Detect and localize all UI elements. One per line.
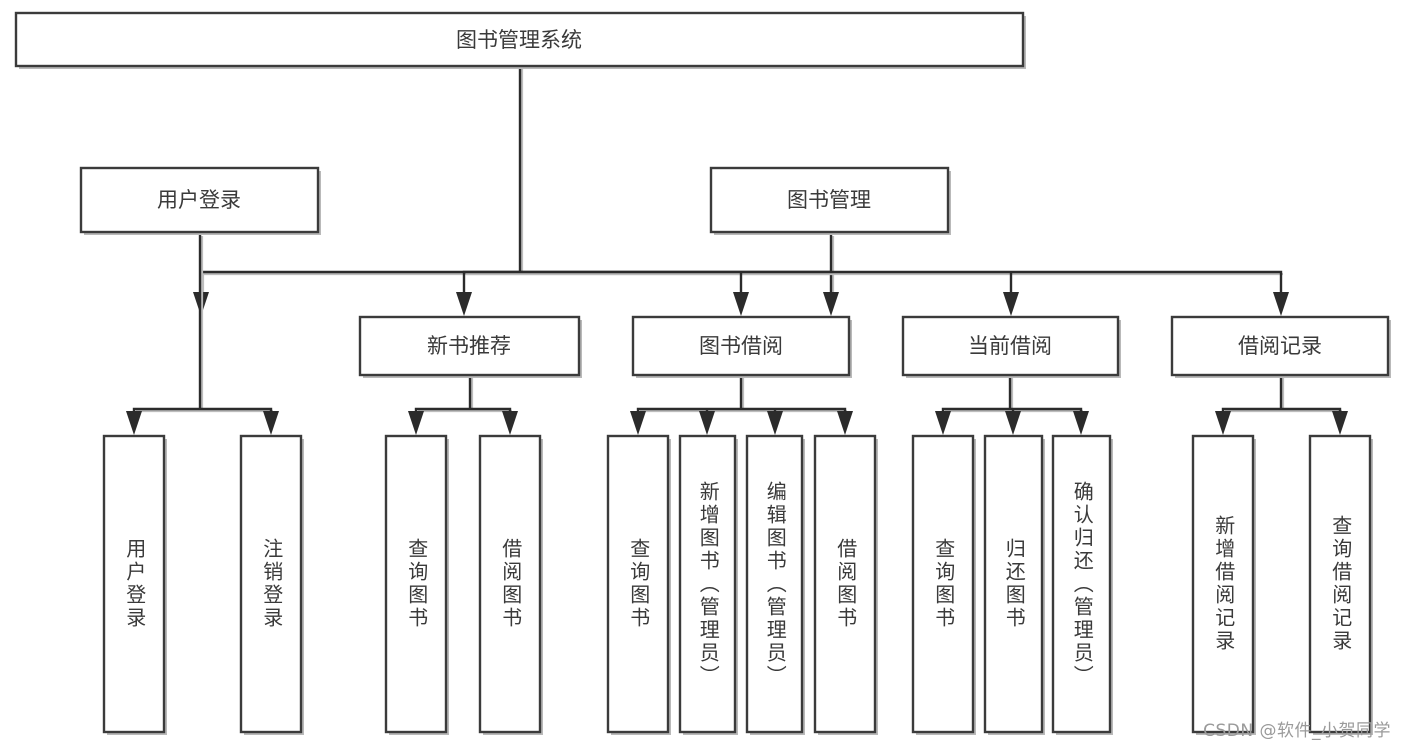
node-leaf-borrow-book-2[interactable] [813,434,878,735]
node-book-borrow-label: 图书借阅 [699,334,783,358]
connector-userlogin-bus-shadow [136,236,273,413]
node-root-label: 图书管理系统 [456,28,582,52]
arrow-head-leaf-edit-book [767,411,783,435]
node-leaf-edit-book-box [745,434,804,734]
node-leaf-user-login[interactable] [102,434,167,735]
node-leaf-query-book-1[interactable] [384,434,449,735]
connector-bookmanage-bus [462,231,1283,297]
node-leaf-add-record-box [1191,434,1255,734]
arrow-head-leaf-add-book [699,411,715,435]
node-leaf-confirm-return[interactable] [1051,434,1113,735]
node-leaf-query-book-2-box [606,434,670,734]
arrow-head-leaf-confirm-return [1073,411,1089,435]
node-leaf-logout-login-box [239,434,303,734]
node-leaf-logout-login[interactable] [239,434,304,735]
node-current-borrow[interactable]: 当前借阅 [901,315,1121,378]
node-book-manage-box [709,166,950,234]
node-book-borrow[interactable]: 图书借阅 [631,315,852,378]
node-current-borrow-label: 当前借阅 [968,334,1052,358]
arrow-head-leaf-logout-login [263,411,279,435]
node-book-borrow-box [631,315,851,377]
arrow-head-leaf-query-record [1332,411,1348,435]
node-new-book-recommend-label: 新书推荐 [427,334,511,358]
connector-newbook-bus [414,373,512,416]
node-leaf-return-book-box [983,434,1044,734]
node-leaf-query-book-3[interactable] [911,434,976,735]
node-new-book-recommend-box [358,315,581,377]
arrow-head-leaf-return-book [1005,411,1021,435]
node-leaf-query-book-2[interactable] [606,434,671,735]
connector-borrowrecord-bus-shadow [1225,378,1342,413]
node-leaf-query-record[interactable] [1308,434,1373,735]
connector-borrowrecord-bus [1221,373,1342,416]
node-borrow-record-label: 借阅记录 [1238,334,1322,358]
arrow-head-current-borrow [1003,292,1019,316]
node-leaf-borrow-book-2-box [813,434,877,734]
arrow-head-book-manage [823,292,839,316]
node-borrow-record-box [1170,315,1390,377]
node-root[interactable]: 图书管理系统 [14,11,1026,69]
arrow-head-borrow-record [1273,292,1289,316]
node-leaf-borrow-book-1-box [478,434,542,734]
node-leaf-add-book-box [678,434,737,734]
node-new-book-recommend[interactable]: 新书推荐 [358,315,582,378]
arrow-head-leaf-query-book-3 [935,411,951,435]
connector-userlogin-bus [132,231,273,416]
node-user-login-label: 用户登录 [157,188,241,212]
connector-currentborrow-bus-shadow [945,378,1083,413]
node-leaf-user-login-box [102,434,166,734]
node-leaf-query-book-3-box [911,434,975,734]
node-book-manage[interactable]: 图书管理 [709,166,951,235]
node-leaf-borrow-book-1[interactable] [478,434,543,735]
node-leaf-add-record[interactable] [1191,434,1256,735]
connector-newbook-bus-shadow [418,378,512,413]
node-user-login[interactable]: 用户登录 [79,166,321,235]
arrow-head-leaf-borrow-book-2 [837,411,853,435]
node-user-login-box [79,166,320,234]
arrow-head-leaf-add-record [1215,411,1231,435]
arrow-head-leaf-borrow-book-1 [502,411,518,435]
watermark-text: CSDN @软件_小贺同学 [1203,721,1391,741]
node-root-box [14,11,1025,68]
connector-bookborrow-bus-shadow [640,378,847,413]
node-leaf-confirm-return-box [1051,434,1112,734]
arrow-head-leaf-user-login [126,411,142,435]
node-book-manage-label: 图书管理 [787,188,871,212]
node-borrow-record[interactable]: 借阅记录 [1170,315,1391,378]
arrow-head-leaf-query-book-1 [408,411,424,435]
node-leaf-query-book-1-box [384,434,448,734]
arrow-head-new-book-recommend [456,292,472,316]
node-leaf-return-book[interactable] [983,434,1045,735]
node-leaf-add-book[interactable] [678,434,738,735]
arrow-head-leaf-query-book-2 [630,411,646,435]
arrow-head-book-borrow [733,292,749,316]
connector-bookmanage-bus-shadow [466,236,1283,276]
connector-layer [126,65,1348,435]
node-leaf-edit-book[interactable] [745,434,805,735]
node-leaf-query-record-box [1308,434,1372,734]
node-current-borrow-box [901,315,1120,377]
connector-bookborrow-bus [636,373,847,416]
